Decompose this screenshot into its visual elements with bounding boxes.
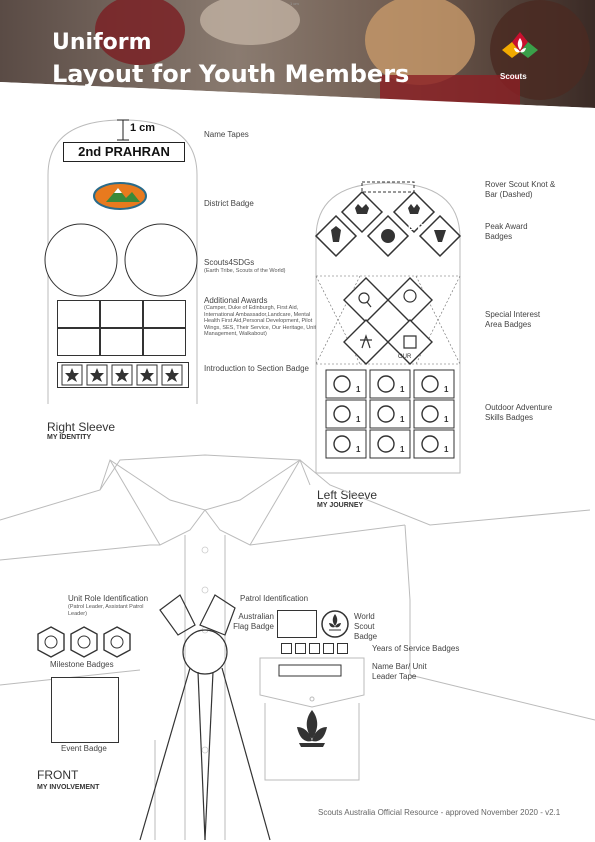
patrol-id-label: Patrol Identification (240, 594, 309, 603)
award-slot (100, 328, 143, 356)
oas-level: 1 (356, 415, 361, 424)
oas-level: 1 (444, 445, 449, 454)
event-badge-label: Event Badge (61, 744, 107, 753)
flag-badge-slot (277, 610, 317, 638)
sdgs-label: Scouts4SDGs (204, 258, 255, 267)
milestone-badges (37, 626, 131, 658)
milestone-label: Milestone Badges (50, 660, 114, 669)
name-tape: 2nd PRAHRAN (63, 142, 185, 162)
unit-role-label: Unit Role Identification (68, 594, 149, 603)
name-bar-label: Name Bar/ Unit Leader Tape (372, 662, 427, 681)
oas-level: 1 (356, 385, 361, 394)
award-slot (143, 328, 186, 356)
right-sleeve-outline (47, 119, 198, 404)
page-title-line1: Uniform (52, 30, 152, 55)
unit-role-sublabel: (Patrol Leader, Assistant Patrol Leader) (68, 604, 144, 617)
awards-label: Additional Awards (204, 296, 268, 305)
hero-photo (0, 0, 595, 120)
footer-text: Scouts Australia Official Resource - app… (318, 808, 561, 817)
header-banner (0, 0, 595, 120)
left-sleeve-subheading: MY JOURNEY (317, 502, 364, 509)
pocket (259, 657, 365, 781)
year-slot (295, 643, 306, 654)
award-slot (100, 300, 143, 328)
name-tapes-label: Name Tapes (204, 130, 249, 139)
intro-section-badges (57, 362, 189, 388)
district-badge-icon (93, 182, 147, 210)
intro-badge-label: Introduction to Section Badge (204, 364, 309, 373)
oas-level: 1 (400, 385, 405, 394)
oas-level: 1 (356, 445, 361, 454)
year-slot (281, 643, 292, 654)
award-slot (57, 328, 100, 356)
additional-awards-grid (57, 300, 187, 356)
district-badge-label: District Badge (204, 199, 254, 208)
page-title-line2: Layout for Youth Members (52, 60, 410, 88)
year-slot (309, 643, 320, 654)
oas-level: 1 (444, 385, 449, 394)
sdg-badges (44, 223, 198, 297)
brand-name: Scouts (500, 72, 527, 81)
sia-mini-text: OUR (398, 354, 412, 360)
oas-label: Outdoor Adventure Skills Badges (485, 403, 553, 422)
sia-label: Special Interest Area Badges (485, 310, 541, 329)
world-scout-badge-icon (321, 610, 349, 638)
years-service-label: Years of Service Badges (372, 644, 460, 653)
right-sleeve-subheading: MY IDENTITY (47, 434, 92, 441)
scouts-logo (502, 32, 538, 58)
event-badge-slot (51, 677, 119, 743)
measure-label: 1 cm (130, 122, 156, 134)
left-sleeve-heading: Left Sleeve (317, 488, 378, 502)
year-slot (323, 643, 334, 654)
left-sleeve-diagram: B-P OUR 1 1 1 1 1 1 1 1 (314, 181, 462, 474)
world-badge-label: World Scout Badge (354, 612, 378, 641)
awards-sublabel: (Camper, Duke of Edinburgh, First Aid, I… (204, 305, 317, 337)
oas-level: 1 (444, 415, 449, 424)
right-sleeve-heading: Right Sleeve (47, 420, 116, 434)
flag-badge-label: Australian Flag Badge (233, 612, 274, 631)
sdgs-sublabel: (Earth Tribe, Scouts of the World) (204, 268, 286, 274)
top-ruler-label: 1 cm (290, 1, 299, 6)
oas-level: 1 (400, 415, 405, 424)
award-slot (143, 300, 186, 328)
oas-level: 1 (400, 445, 405, 454)
award-slot (57, 300, 100, 328)
year-slot (337, 643, 348, 654)
rover-label: Rover Scout Knot & Bar (Dashed) (485, 180, 556, 199)
front-heading: FRONT (37, 768, 79, 782)
bp-text: B-P (408, 222, 424, 232)
front-subheading: MY INVOLVEMENT (37, 784, 100, 791)
peak-label: Peak Award Badges (485, 222, 528, 241)
years-service-slots (281, 643, 351, 655)
